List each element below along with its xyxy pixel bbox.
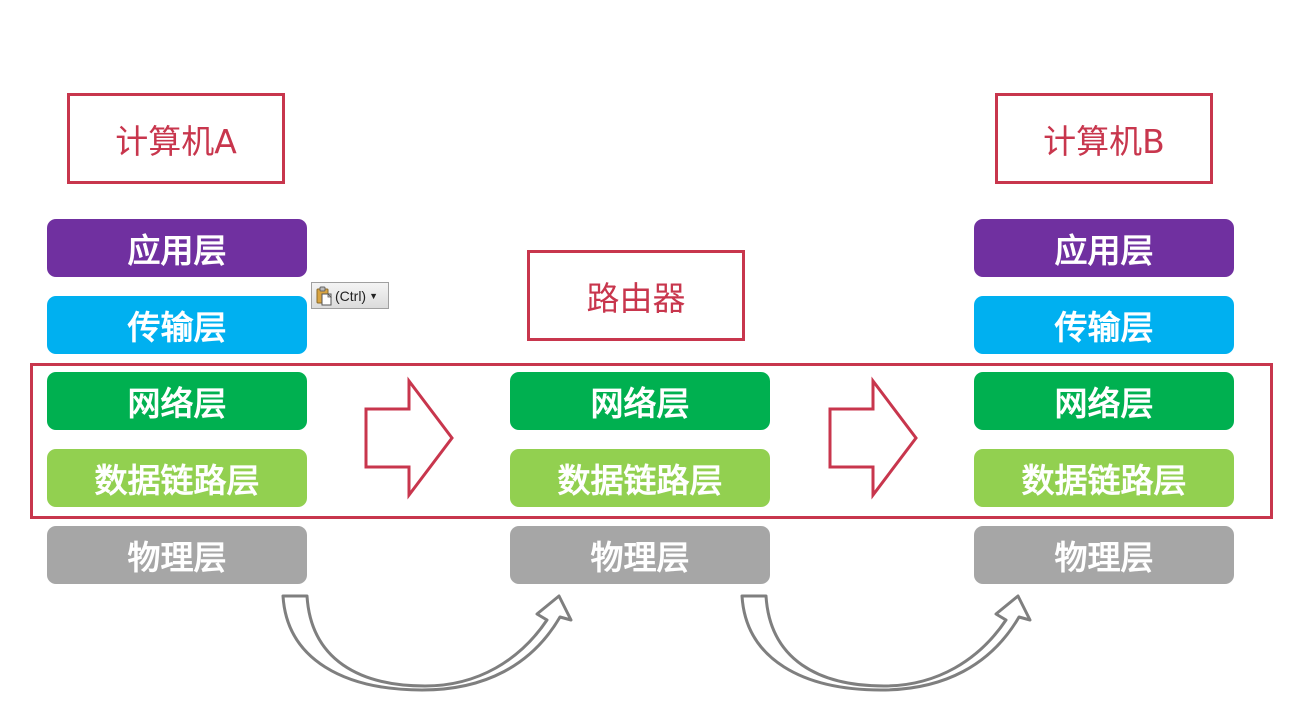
layer-label: 网络层 bbox=[1054, 384, 1154, 423]
computer-a-application-layer: 应用层 bbox=[47, 219, 307, 277]
network-datalink-highlight-frame bbox=[30, 363, 1273, 519]
right-arrow-icon bbox=[364, 376, 454, 500]
computer-b-network-layer: 网络层 bbox=[974, 372, 1234, 430]
paste-options-label: (Ctrl) bbox=[335, 287, 367, 304]
computer-a-box: 计算机A bbox=[67, 93, 285, 184]
curved-arrow-icon bbox=[281, 594, 573, 692]
right-arrow-icon bbox=[828, 376, 918, 500]
computer-b-application-layer: 应用层 bbox=[974, 219, 1234, 277]
computer-b-data-link-layer: 数据链路层 bbox=[974, 449, 1234, 507]
computer-a-network-layer: 网络层 bbox=[47, 372, 307, 430]
router-data-link-layer: 数据链路层 bbox=[510, 449, 770, 507]
chevron-down-icon: ▼ bbox=[369, 290, 379, 301]
computer-b-physical-layer: 物理层 bbox=[974, 526, 1234, 584]
computer-a-physical-layer: 物理层 bbox=[47, 526, 307, 584]
layer-label: 数据链路层 bbox=[94, 461, 260, 500]
layer-label: 物理层 bbox=[1054, 538, 1154, 577]
layer-label: 网络层 bbox=[127, 384, 227, 423]
router-physical-layer: 物理层 bbox=[510, 526, 770, 584]
clipboard-icon bbox=[315, 286, 333, 306]
layer-label: 传输层 bbox=[1054, 308, 1154, 347]
computer-b-label: 计算机B bbox=[1043, 121, 1165, 161]
layer-label: 物理层 bbox=[127, 538, 227, 577]
curved-arrow-icon bbox=[740, 594, 1032, 692]
layer-label: 应用层 bbox=[1054, 231, 1154, 270]
router-box: 路由器 bbox=[527, 250, 745, 341]
router-network-layer: 网络层 bbox=[510, 372, 770, 430]
computer-a-transport-layer: 传输层 bbox=[47, 296, 307, 354]
computer-b-transport-layer: 传输层 bbox=[974, 296, 1234, 354]
paste-options-button[interactable]: (Ctrl) ▼ bbox=[311, 282, 389, 309]
computer-a-label: 计算机A bbox=[115, 121, 237, 161]
computer-a-data-link-layer: 数据链路层 bbox=[47, 449, 307, 507]
router-label: 路由器 bbox=[586, 278, 686, 318]
computer-b-box: 计算机B bbox=[995, 93, 1213, 184]
layer-label: 数据链路层 bbox=[557, 461, 723, 500]
layer-label: 网络层 bbox=[590, 384, 690, 423]
layer-label: 物理层 bbox=[590, 538, 690, 577]
layer-label: 数据链路层 bbox=[1021, 461, 1187, 500]
layer-label: 传输层 bbox=[127, 308, 227, 347]
layer-label: 应用层 bbox=[127, 231, 227, 270]
